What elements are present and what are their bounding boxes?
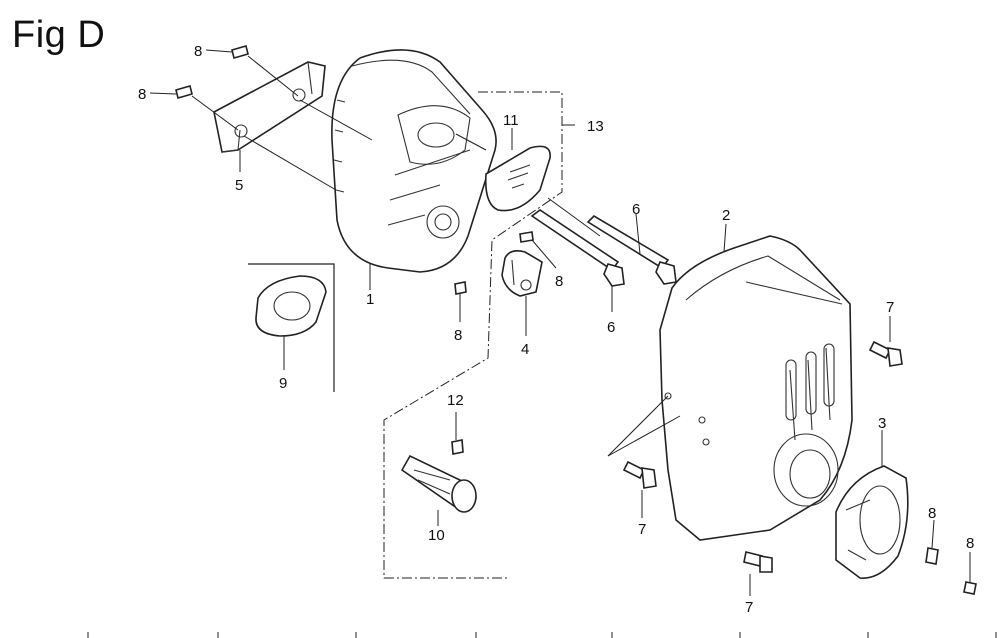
callout-8: 8 xyxy=(454,327,462,344)
callout-6: 6 xyxy=(607,319,615,336)
callout-1: 1 xyxy=(366,291,374,308)
callout-8: 8 xyxy=(138,86,146,103)
callout-9: 9 xyxy=(279,375,287,392)
callout-12: 12 xyxy=(447,392,464,409)
callout-10: 10 xyxy=(428,527,445,544)
part-1-muffler xyxy=(331,49,497,273)
part-2-muffler-protector xyxy=(659,235,853,541)
part-9-gasket xyxy=(248,263,335,392)
bottom-ticks xyxy=(87,632,997,638)
part-3-deflector xyxy=(835,465,909,579)
callout-6: 6 xyxy=(632,201,640,218)
part-11-plate xyxy=(484,145,551,212)
callout-7: 7 xyxy=(745,599,753,616)
leader-lines xyxy=(149,49,971,596)
part-5-bracket xyxy=(213,61,326,153)
callout-7: 7 xyxy=(638,521,646,538)
callout-8: 8 xyxy=(928,505,936,522)
callout-8: 8 xyxy=(555,273,563,290)
callout-2: 2 xyxy=(722,207,730,224)
callout-13: 13 xyxy=(587,118,604,135)
callout-11: 11 xyxy=(503,112,519,129)
part-6-bolts xyxy=(530,209,677,287)
figure-title: Fig D xyxy=(12,14,106,56)
part-4-spark-arrester xyxy=(501,250,543,297)
part-10-arrester-screen xyxy=(400,439,477,513)
part-7-bolts xyxy=(622,340,903,573)
screws-8 xyxy=(175,45,977,595)
callout-8: 8 xyxy=(966,535,974,552)
callout-labels: 8 8 5 11 13 1 9 8 4 8 6 6 2 7 12 10 3 7 … xyxy=(138,43,974,616)
callout-5: 5 xyxy=(235,177,243,194)
callout-4: 4 xyxy=(521,341,529,358)
callout-8: 8 xyxy=(194,43,202,60)
callout-3: 3 xyxy=(878,415,886,432)
callout-7: 7 xyxy=(886,299,894,316)
assembly-13-outline xyxy=(383,91,563,579)
